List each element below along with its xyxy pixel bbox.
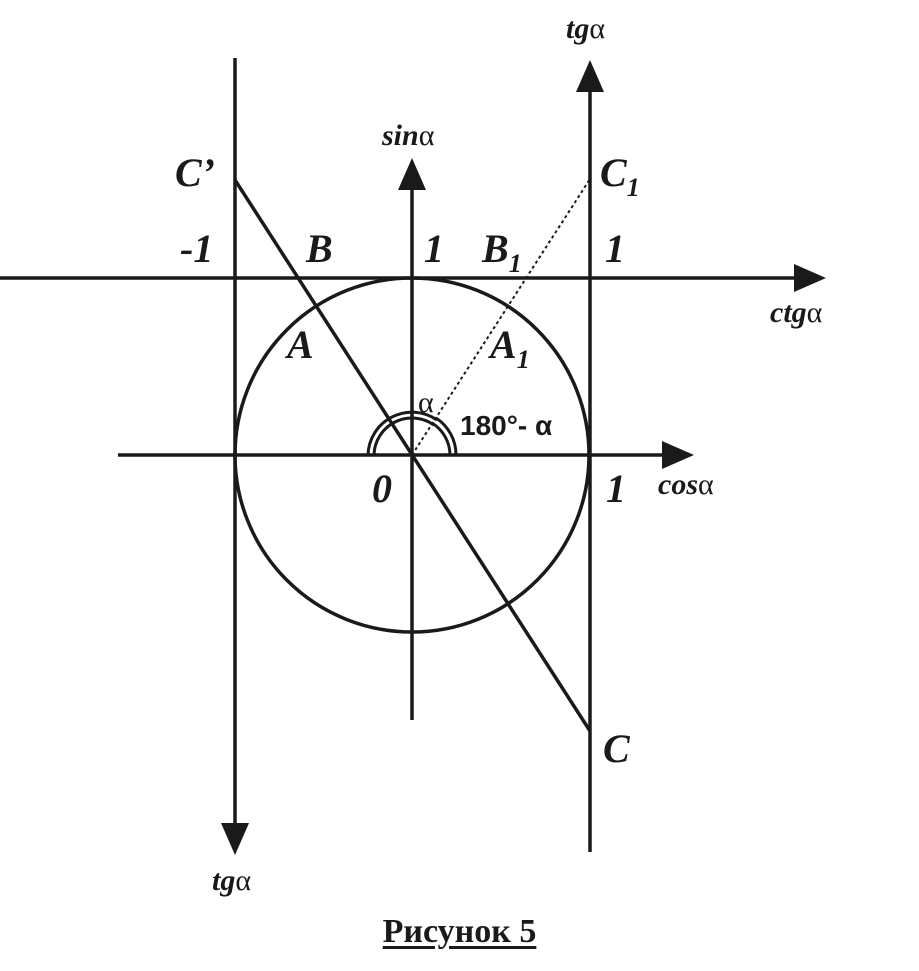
tg-axis-right-arrow xyxy=(576,60,604,92)
angle-arc-alpha-outer xyxy=(366,410,438,456)
cos-axis-arrow xyxy=(662,441,694,469)
point-c-label: C xyxy=(603,726,631,771)
angle-supplement-label: 180°- α xyxy=(460,410,552,441)
tick-one-sin: 1 xyxy=(424,226,444,271)
cos-axis-label: cosα xyxy=(658,468,714,501)
point-a1-label: A1 xyxy=(487,322,530,374)
ctg-axis-arrow xyxy=(794,264,826,292)
angle-arc-alpha-inner xyxy=(372,416,435,456)
tick-minus-one: -1 xyxy=(180,226,213,271)
tick-one-cos: 1 xyxy=(606,466,626,511)
tg-axis-bottom-label: tgα xyxy=(212,864,251,897)
angle-arc-supplement-outer xyxy=(435,416,458,456)
figure-caption: Рисунок 5 xyxy=(382,913,537,950)
tg-axis-left-arrow xyxy=(221,823,249,855)
dotted-line-o-c1 xyxy=(411,178,591,456)
angle-alpha-label: α xyxy=(418,386,434,419)
sin-axis-label: sinα xyxy=(381,119,435,152)
point-c-prime-label: C’ xyxy=(175,150,215,195)
point-a-label: A xyxy=(284,322,314,367)
point-b1-label: B1 xyxy=(481,226,522,278)
sin-axis-arrow xyxy=(398,158,426,190)
tg-axis-top-label: tgα xyxy=(566,12,605,45)
line-c-prime-c xyxy=(233,179,592,732)
tick-one-ctg: 1 xyxy=(605,226,625,271)
point-b-label: B xyxy=(305,226,333,271)
point-c1-label: C1 xyxy=(600,150,640,202)
angle-arc-supplement-inner xyxy=(431,421,452,456)
origin-label: 0 xyxy=(372,466,392,511)
ctg-axis-label: ctgα xyxy=(770,296,823,329)
